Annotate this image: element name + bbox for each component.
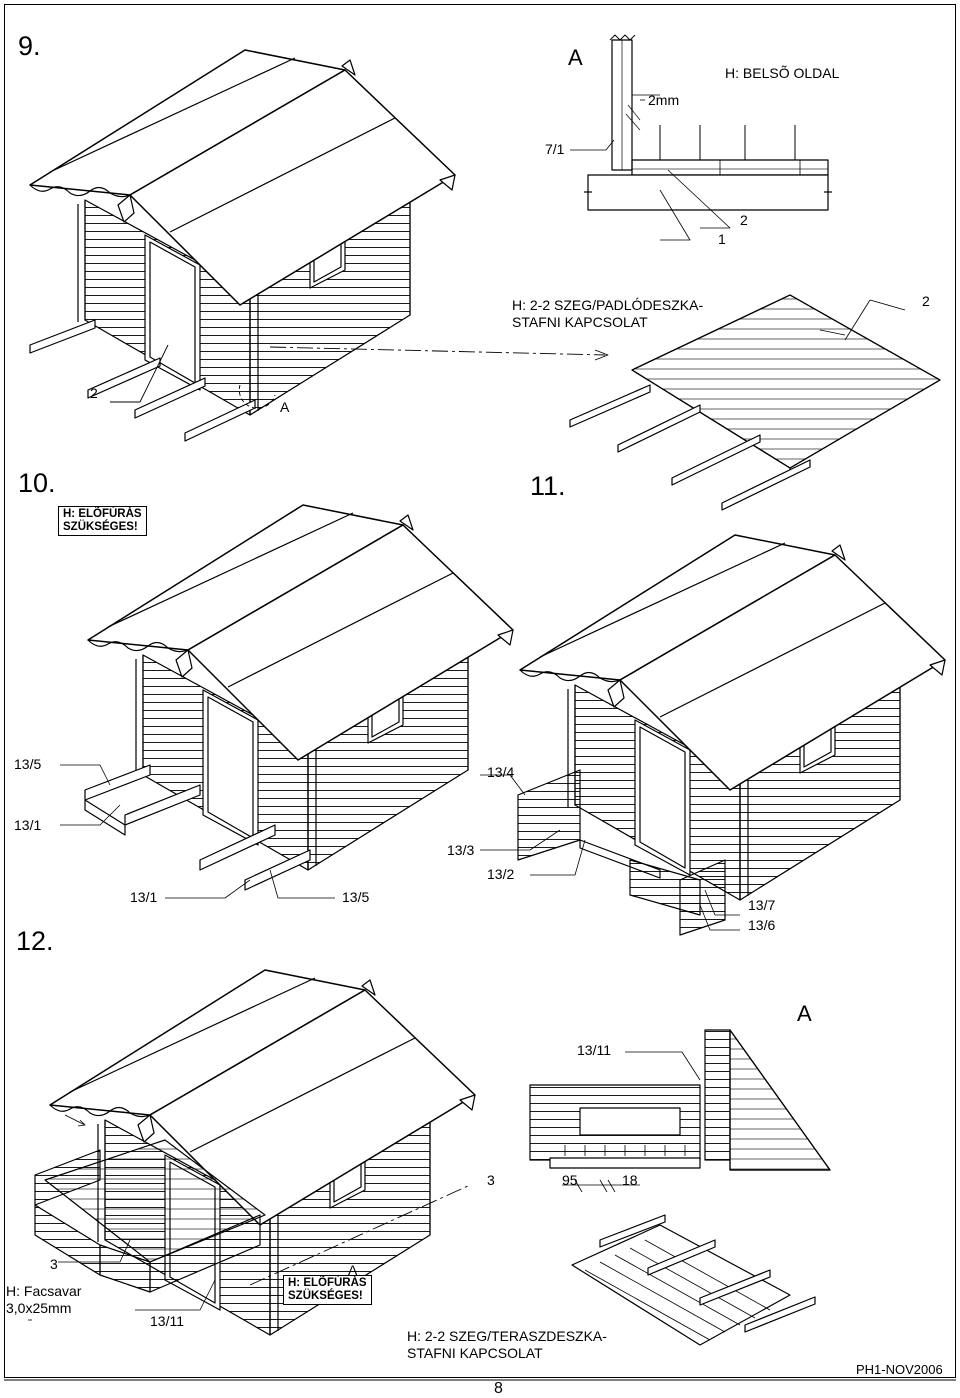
step-11-number: 11. (530, 471, 566, 501)
step10-predrill-warning: H: ELÕFÚRÁS SZÜKSÉGES! (58, 506, 147, 537)
part-1-label: 1 (718, 231, 726, 247)
floor-connection-line2: STAFNI KAPCSOLAT (512, 313, 648, 330)
step10-warning-line2: SZÜKSÉGES! (63, 521, 138, 534)
step12-terrace-deck (34, 1139, 266, 1293)
step10-part-13-1-left: 13/1 (14, 817, 42, 833)
step11-part-13-7: 13/7 (748, 897, 776, 913)
part-2-label: 2 (740, 212, 748, 228)
terrace-detail-part-13-11: 13/11 (577, 1042, 611, 1058)
terrace-detail-part-3: 3 (487, 1172, 495, 1188)
floor-detail-drawing (570, 34, 832, 241)
step9-detail-marker: A (280, 399, 290, 415)
step12-part-3: 3 (50, 1256, 58, 1272)
step10-part-13-5-left: 13/5 (14, 756, 42, 772)
step11-part-13-3: 13/3 (447, 842, 475, 858)
terrace-detail-dim-95: 95 (562, 1172, 578, 1188)
screw-note: H: Facsavar 3,0x25mm (6, 1283, 81, 1317)
step-12-number: 12. (16, 926, 54, 956)
terrace-detail-drawing (529, 1029, 831, 1193)
step-9-number: 9. (18, 31, 41, 61)
floor-connection-note: H: 2-2 SZEG/PADLÓDESZKA- STAFNI KAPCSOLA… (512, 297, 703, 331)
page-number: 8 (494, 1380, 503, 1397)
screw-note-line2: 3,0x25mm (6, 1299, 72, 1316)
floor-detail-marker: A (568, 45, 583, 70)
step9-drawing (29, 49, 609, 442)
terrace-connection-drawing (571, 1214, 816, 1346)
screw-note-line1: H: Facsavar (6, 1283, 82, 1299)
step12-detail-marker: A (348, 1262, 358, 1278)
step12-part-13-11: 13/11 (150, 1313, 184, 1329)
doc-code: PH1-NOV2006 (856, 1362, 943, 1377)
terrace-detail-marker: A (797, 1001, 812, 1026)
inside-label: H: BELSÕ OLDAL (725, 65, 840, 81)
step11-drawing (480, 534, 946, 936)
step9-joists (29, 319, 256, 442)
terrace-connection-line1: H: 2-2 SZEG/TERASZDESZKA- (407, 1328, 607, 1344)
terrace-connection-note: H: 2-2 SZEG/TERASZDESZKA- STAFNI KAPCSOL… (407, 1328, 607, 1362)
terrace-connection-line2: STAFNI KAPCSOLAT (407, 1344, 543, 1361)
step10-warning-line1: H: ELÕFÚRÁS (63, 508, 142, 520)
step11-part-13-4: 13/4 (487, 764, 515, 780)
floor-connection-drawing (569, 294, 941, 511)
step12-drawing (28, 969, 476, 1336)
step-10-number: 10. (18, 468, 56, 498)
page-border (4, 4, 956, 1378)
step12-warning-line1: H: ELÕFÚRÁS (288, 1277, 367, 1289)
floor-connection-line1: H: 2-2 SZEG/PADLÓDESZKA- (512, 297, 704, 313)
step10-drawing (60, 504, 514, 899)
step10-terrace-frames (84, 764, 311, 891)
part-7-1-label: 7/1 (545, 141, 565, 157)
step11-part-13-2: 13/2 (487, 866, 515, 882)
step12-predrill-warning: H: ELÕFÚRÁS SZÜKSÉGES! (283, 1275, 372, 1306)
step10-part-13-5-bottom: 13/5 (342, 889, 370, 905)
step11-terrace-railing (517, 769, 726, 936)
step12-warning-line2: SZÜKSÉGES! (288, 1290, 363, 1303)
terrace-detail-dim-18: 18 (622, 1172, 638, 1188)
gap-label: 2mm (648, 92, 680, 108)
step11-part-13-6: 13/6 (748, 917, 776, 933)
step9-part-2-label: 2 (90, 385, 98, 401)
step10-part-13-1-bottom: 13/1 (130, 889, 158, 905)
floor-connection-part-2: 2 (922, 293, 930, 309)
